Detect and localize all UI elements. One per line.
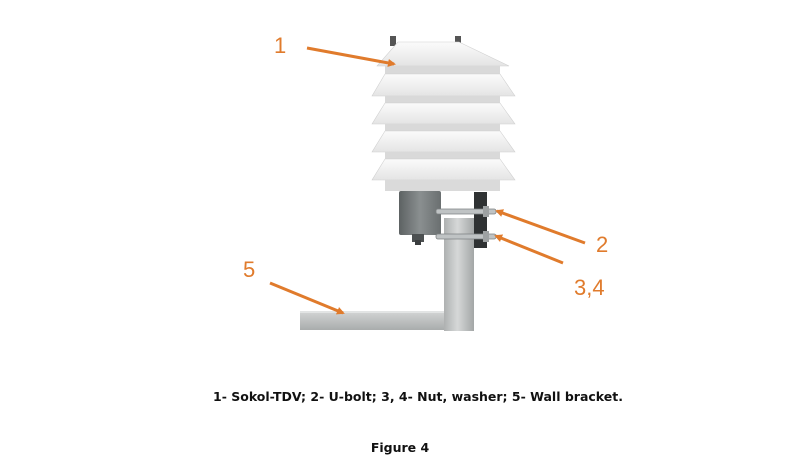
- arrow-2: [495, 209, 586, 245]
- figure-label: Figure 4: [370, 440, 430, 455]
- arrow-5: [269, 281, 345, 315]
- figure-caption: 1- Sokol-TDV; 2- U-bolt; 3, 4- Nut, wash…: [213, 389, 623, 404]
- callout-2: 2: [596, 232, 609, 257]
- callout-3-4: 3,4: [574, 275, 605, 300]
- u-bolt-upper: [435, 206, 497, 217]
- wall-bracket: [300, 311, 470, 330]
- arrow-3-4: [494, 234, 564, 265]
- electronics-housing: [399, 191, 441, 245]
- arrow-1: [306, 46, 396, 67]
- callout-5: 5: [243, 257, 256, 282]
- callout-arrows: [269, 46, 586, 315]
- radiation-shield: [371, 36, 516, 191]
- callout-1: 1: [274, 33, 287, 58]
